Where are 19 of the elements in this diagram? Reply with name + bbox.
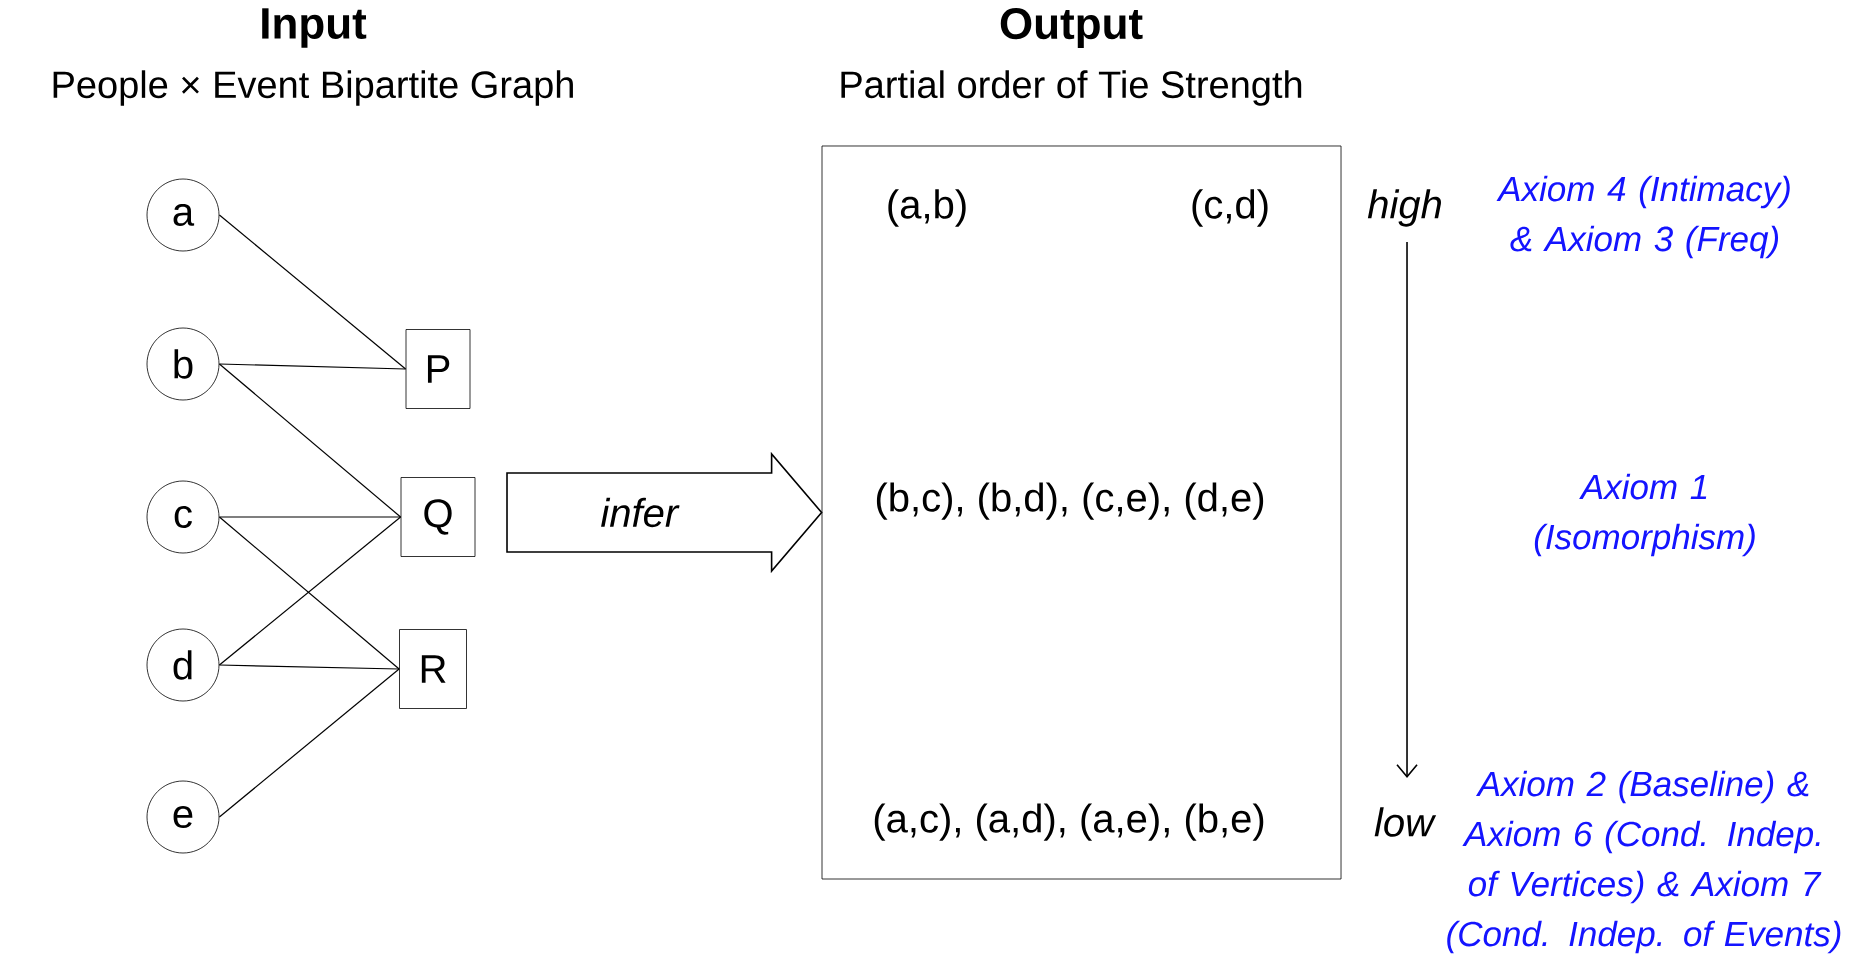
edge-line — [218, 214, 407, 370]
subheading: Partial order of Tie Strength — [841, 70, 1302, 106]
event-box: P — [405, 329, 471, 409]
block-arrow — [506, 451, 823, 574]
subheading: People × Event Bipartite Graph — [53, 70, 573, 106]
edge-line — [218, 516, 402, 518]
edge-line — [218, 664, 400, 670]
axiom-note: Axiom 2 (Baseline) & Axiom 6 (Cond. Indep. of Vertices) & Axiom 7 (Cond. Indep. of Events) — [1447, 770, 1841, 954]
axiom-note: Axiom 1 (Isomorphism) — [1534, 473, 1755, 557]
event-box: Q — [400, 477, 476, 557]
heading: Output — [1000, 8, 1143, 48]
axiom-note: Axiom 4 (Intimacy) & Axiom 3 (Freq) — [1496, 175, 1790, 259]
edge-line — [218, 363, 402, 518]
event-box: R — [399, 629, 467, 709]
edge-line — [218, 363, 407, 370]
heading: Input — [262, 8, 367, 48]
output-box: (a,b) (c,d) (b,c), (b,d), (c,e), (d,e) (a,c), (a,d), (a,e), (b,e) — [821, 145, 1342, 880]
edge-label: infer — [601, 497, 680, 528]
edge-line — [218, 668, 400, 818]
